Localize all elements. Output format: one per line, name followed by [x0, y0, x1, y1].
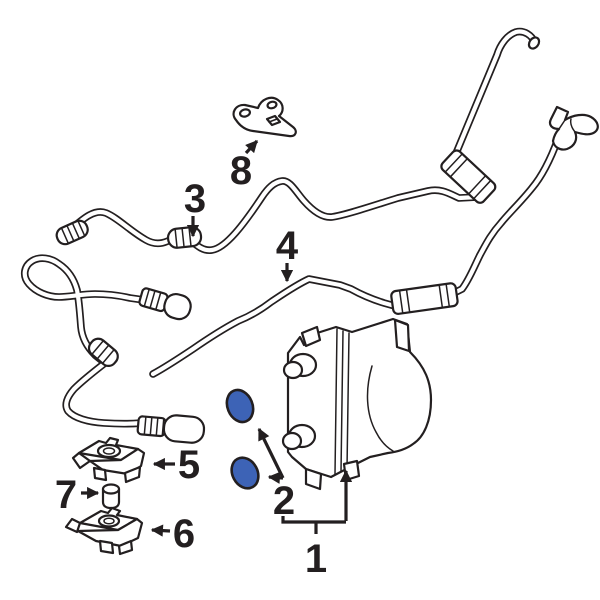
oil-cooler-drawing: [281, 317, 433, 491]
part-label-1: 1: [305, 537, 327, 581]
bracket-5: [71, 436, 146, 484]
part-label-6: 6: [173, 512, 195, 556]
part-label-5: 5: [178, 443, 200, 487]
hose-end-fitting-upper: [138, 287, 192, 321]
part-label-3: 3: [184, 177, 206, 221]
part-label-4: 4: [276, 224, 299, 268]
cooler-port-bottom: [281, 423, 317, 451]
hose-collar: [87, 337, 119, 368]
tube-4-drawing: [149, 135, 562, 378]
tube3-left-end-fitting: [55, 219, 89, 246]
hose-end-fitting-lower: [136, 414, 206, 444]
grommet-7: [101, 483, 121, 510]
lower-left-hose: [20, 254, 176, 431]
callout-leaders: [81, 139, 353, 537]
bracket-6: [64, 506, 144, 556]
tube-3-drawing: [58, 177, 482, 254]
tube3-collar: [166, 226, 203, 249]
o-ring-top: [225, 388, 255, 424]
inline-fitting-lower: [390, 282, 459, 315]
part-label-7: 7: [55, 473, 77, 517]
o-ring-bottom: [230, 456, 260, 490]
part-label-2: 2: [273, 479, 295, 523]
inline-fitting-upper: [440, 149, 497, 204]
upper-pipe-drawing: [448, 27, 541, 167]
cooler-port-top: [282, 352, 318, 380]
part-label-8: 8: [230, 149, 252, 193]
t-connector: [548, 105, 599, 151]
bracket-plate-8: [232, 96, 297, 138]
